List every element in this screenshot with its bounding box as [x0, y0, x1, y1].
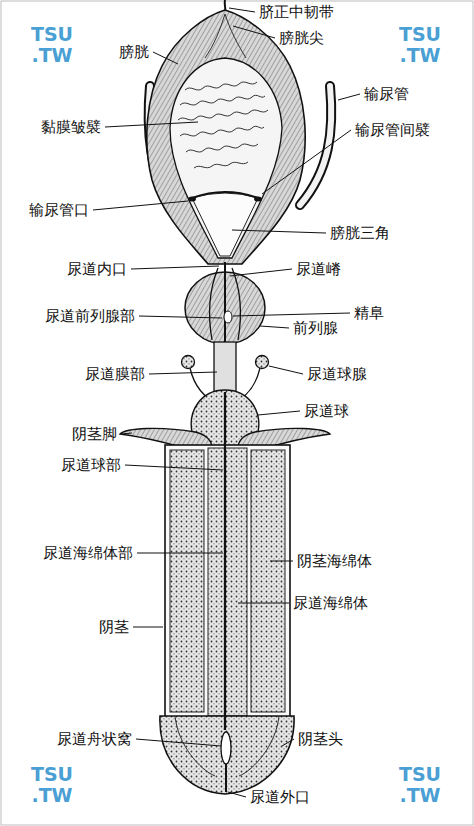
- leader-line: [228, 792, 246, 797]
- part-label: 尿道海绵体: [292, 595, 369, 612]
- leader-line: [229, 8, 255, 12]
- part-label: 阴茎脚: [71, 426, 118, 443]
- leader-line: [137, 553, 223, 554]
- part-label: 前列腺: [292, 320, 339, 337]
- leader-line: [233, 313, 350, 316]
- watermark: TSU .TW: [24, 764, 80, 806]
- part-label: 膀胱三角: [329, 225, 391, 242]
- leader-line: [258, 411, 300, 415]
- leader-line: [139, 316, 222, 318]
- part-label: 膀胱: [118, 44, 150, 61]
- part-label: 尿道嵴: [295, 261, 342, 278]
- part-label: 尿道外口: [249, 789, 311, 806]
- leader-line: [233, 26, 275, 38]
- part-label: 尿道前列腺部: [44, 308, 136, 325]
- leader-line: [230, 269, 292, 276]
- part-label: 输尿管: [363, 86, 410, 103]
- leader-line: [149, 372, 217, 374]
- part-label: 输尿管口: [28, 202, 90, 219]
- part-label: 输尿管间襞: [354, 122, 431, 139]
- part-label: 尿道舟状窝: [56, 731, 133, 748]
- leader-line: [131, 266, 219, 269]
- leader-line: [232, 230, 326, 233]
- leader-line: [260, 326, 289, 328]
- part-label: 尿道内口: [66, 261, 128, 278]
- leader-line: [238, 603, 289, 604]
- watermark: TSU .TW: [392, 764, 448, 806]
- part-label: 膀胱尖: [278, 30, 325, 47]
- watermark: TSU .TW: [392, 24, 448, 66]
- watermark: TSU .TW: [24, 24, 80, 66]
- leader-line: [125, 465, 223, 470]
- part-label: 阴茎: [98, 619, 130, 636]
- part-label: 阴茎头: [297, 731, 344, 748]
- leader-line: [338, 94, 360, 100]
- part-label: 尿道球腺: [306, 366, 368, 383]
- part-label: 尿道海绵体部: [42, 545, 134, 562]
- part-label: 尿道球部: [60, 457, 122, 474]
- leader-line: [153, 52, 178, 64]
- part-label: 尿道膜部: [84, 366, 146, 383]
- part-label: 阴茎海绵体: [296, 553, 373, 570]
- leader-line: [105, 122, 198, 127]
- part-label: 精阜: [353, 305, 385, 322]
- leader-line: [282, 739, 294, 746]
- leader-line: [262, 130, 351, 194]
- leader-line: [93, 201, 188, 210]
- leader-line: [269, 366, 303, 374]
- part-label: 尿道球: [303, 403, 350, 420]
- part-label: 黏膜皱襞: [40, 119, 102, 136]
- leader-line: [270, 561, 293, 562]
- leader-line: [136, 739, 221, 746]
- part-label: 脐正中韧带: [258, 4, 335, 21]
- leader-line: [121, 433, 132, 434]
- leader-line: [133, 627, 163, 628]
